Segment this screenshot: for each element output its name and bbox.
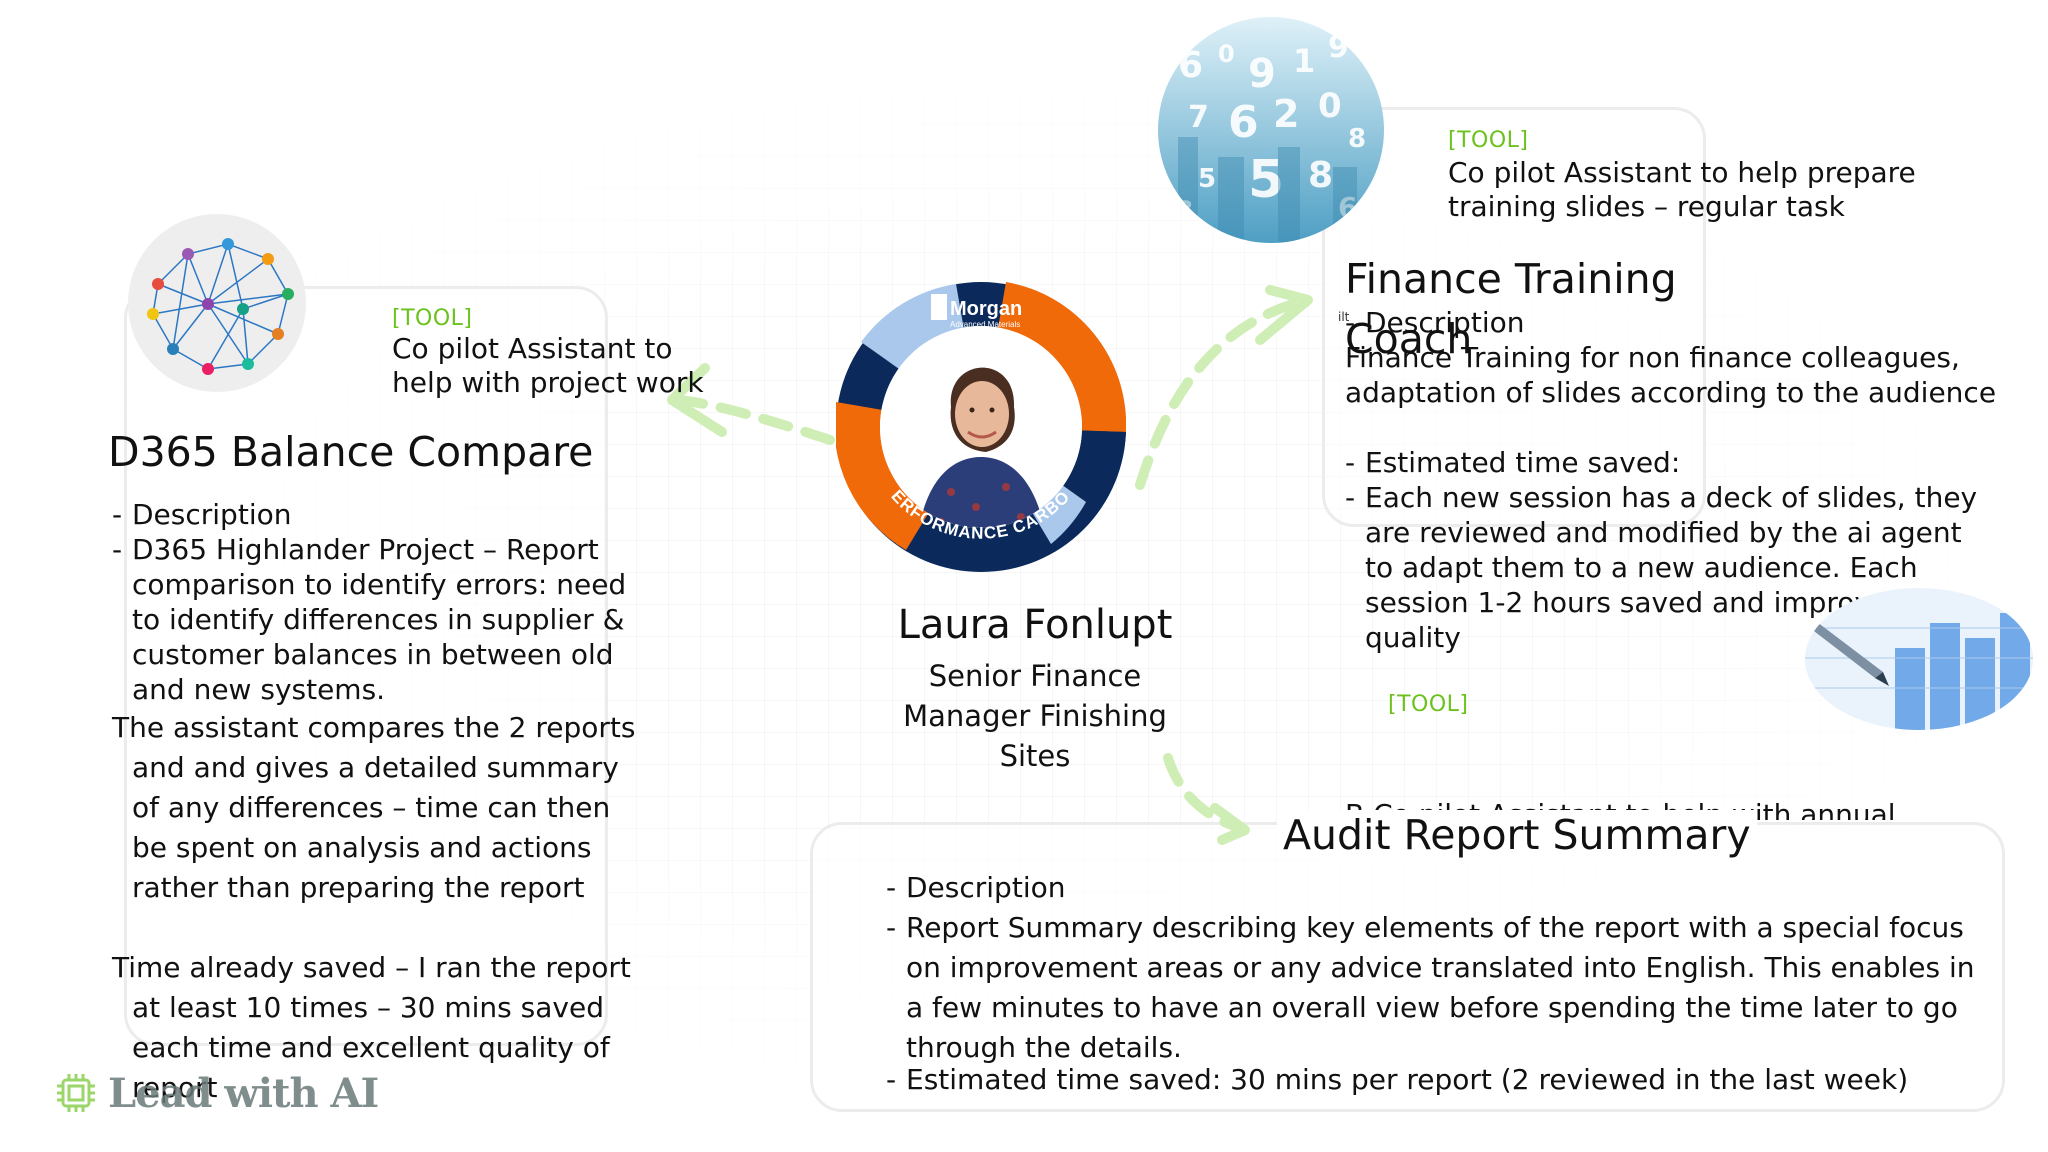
left-paragraph-1: The assistant compares the 2 reports and… [112, 711, 636, 904]
svg-text:9: 9 [1248, 51, 1276, 97]
svg-text:0: 0 [1318, 86, 1342, 126]
list-item: D365 Highlander Project – Report compari… [112, 532, 632, 707]
left-card-title: D365 Balance Compare [108, 428, 594, 476]
right-desc-list: Description [1345, 305, 2005, 340]
list-item: Description [886, 868, 1986, 908]
svg-text:0: 0 [1218, 40, 1235, 68]
svg-text:7: 7 [1188, 100, 1209, 135]
profile-name: Laura Fonlupt [897, 602, 1173, 648]
bottom-card-title: Audit Report Summary [1277, 810, 1757, 860]
left-tool-description: Co pilot Assistant to help with project … [392, 332, 704, 399]
right-desc-body: Finance Training for non finance colleag… [1345, 341, 1997, 409]
list-item: Description [1345, 305, 2005, 340]
lead-with-ai-logo: Lead with AI [54, 1068, 379, 1118]
logo-text: Lead with AI [108, 1069, 379, 1117]
svg-text:6: 6 [1228, 97, 1259, 148]
svg-text:5: 5 [1198, 164, 1216, 194]
chart-pen-icon [1805, 588, 2033, 730]
badge-brand-sub: Advanced Materials [950, 320, 1020, 329]
svg-text:2: 2 [1273, 92, 1299, 136]
list-item: Description [112, 497, 632, 532]
svg-text:1: 1 [1293, 42, 1315, 80]
badge-brand: Morgan [950, 298, 1022, 320]
stray-fragment: ilt [1338, 310, 1350, 324]
list-item: Each new session has a deck of slides, t… [1345, 480, 1985, 655]
list-item: Report Summary describing key elements o… [886, 908, 1986, 1068]
bottom-bullet-list: Description Report Summary describing ke… [886, 868, 1986, 1068]
profile-role: Senior Finance Manager Finishing Sites [903, 659, 1167, 773]
chip-icon [57, 1074, 95, 1112]
bottom-tool-tag: [TOOL] [1388, 692, 1469, 717]
right-tool-description: Co pilot Assistant to help prepare train… [1448, 156, 1916, 223]
bottom-bullet-list-estimate: Estimated time saved: 30 mins per report… [886, 1062, 1986, 1097]
list-item: Estimated time saved: [1345, 445, 1985, 480]
left-bullet-list: Description D365 Highlander Project – Re… [112, 497, 632, 707]
svg-text:6: 6 [1178, 45, 1203, 86]
left-tool-tag: [TOOL] [392, 306, 473, 331]
svg-text:9: 9 [1328, 30, 1349, 65]
network-people-icon [128, 214, 306, 392]
numbers-icon: 60 91 97 62 08 55 86 3 [1158, 17, 1384, 243]
svg-text:8: 8 [1348, 124, 1366, 154]
right-bullet-list: Estimated time saved: Each new session h… [1345, 445, 1985, 655]
left-paragraph-2: Time already saved – I ran the report at… [112, 951, 631, 1104]
right-tool-tag: [TOOL] [1448, 128, 1529, 153]
profile-badge: Morgan Advanced Materials PERFORMANCE CA… [829, 267, 1127, 572]
svg-text:8: 8 [1308, 155, 1333, 196]
svg-text:5: 5 [1248, 150, 1284, 210]
list-item: Estimated time saved: 30 mins per report… [886, 1062, 1986, 1097]
